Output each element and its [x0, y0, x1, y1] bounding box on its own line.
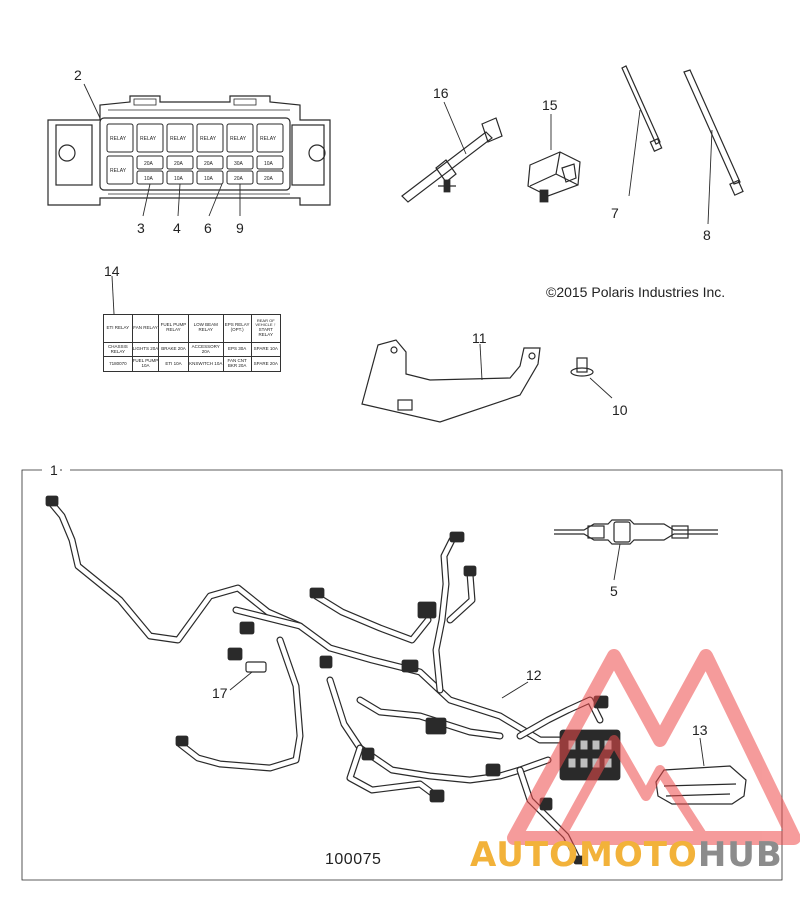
- fuse-rating: 30A: [234, 161, 244, 167]
- callout-15: 15: [542, 97, 558, 113]
- watermark-logo: [507, 649, 800, 845]
- cable-tie-short: [621, 65, 663, 197]
- callout-16: 16: [433, 85, 449, 101]
- relay-row-bottom: [106, 155, 284, 185]
- decal-cell: FAN RELAY: [131, 314, 160, 343]
- fuse-rating: 20A: [264, 176, 274, 182]
- harness-connectors: [45, 495, 609, 865]
- callout-7: 7: [611, 205, 619, 221]
- decal-table: ETI RELAY FAN RELAY FUEL PUMP RELAY LOW …: [103, 314, 281, 372]
- relay-label: RELAY: [260, 136, 277, 142]
- relay-label: RELAY: [230, 136, 247, 142]
- decal-cell: FAN CNT BKR 20A: [222, 356, 252, 372]
- leader-lines-top: [83, 83, 241, 217]
- decal-note: REAR OF VEHICLE: [255, 317, 275, 328]
- copyright-notice: ©2015 Polaris Industries Inc.: [546, 284, 726, 300]
- decal-cell: LIGHTS 20A: [131, 341, 160, 358]
- fuse-rating: 10A: [144, 176, 154, 182]
- callout-3: 3: [137, 220, 145, 236]
- decal-cell: EPS RELAY (OPT.): [222, 314, 252, 343]
- fuse-rating: 10A: [264, 161, 274, 167]
- cable-tie-long: [683, 69, 744, 225]
- harness-leader: [501, 681, 529, 699]
- callout-4: 4: [173, 220, 181, 236]
- fuse-rating: 20A: [174, 161, 184, 167]
- decal-leader: [111, 275, 115, 315]
- callout-1: 1: [50, 462, 58, 478]
- decal-cell: FUEL PUMP 10A: [131, 356, 160, 372]
- decal-code: 7180070: [103, 356, 133, 372]
- decal-cell: FUEL PUMP RELAY: [158, 314, 189, 343]
- push-rivet: [570, 357, 613, 399]
- relay-label: RELAY: [110, 168, 127, 174]
- mounting-bracket: [361, 339, 541, 423]
- callout-17: 17: [212, 685, 228, 701]
- decal-cell: ACCESSORY 20A: [187, 341, 224, 358]
- fuse-decal: ETI RELAY FAN RELAY FUEL PUMP RELAY LOW …: [103, 314, 281, 372]
- fuse-rating: 10A: [174, 176, 184, 182]
- decal-cell: SPARE 20A: [250, 356, 281, 372]
- relay-row-top: [106, 123, 284, 153]
- watermark-moto: MOTO: [578, 835, 698, 875]
- relay-label: RELAY: [200, 136, 217, 142]
- fuse-rating: 20A: [144, 161, 154, 167]
- fuse-rating: 10A: [204, 176, 214, 182]
- decal-cell: CHASSIS RELAY: [103, 341, 133, 358]
- watermark-hub: HUB: [697, 835, 783, 875]
- fuse-rating: 20A: [234, 176, 244, 182]
- callout-14: 14: [104, 263, 120, 279]
- callout-11: 11: [472, 330, 487, 346]
- decal-cell: SPARE 10A: [250, 341, 281, 358]
- decal-cell: KNSWITCH 10A: [187, 356, 224, 372]
- callout-5: 5: [610, 583, 618, 599]
- relay-labels: RELAY RELAY RELAY RELAY RELAY RELAY RELA…: [110, 136, 277, 174]
- harness-clip: [229, 661, 267, 691]
- wire-harness: [48, 500, 604, 864]
- inline-fuse-holder: [554, 519, 718, 581]
- fuse-relay-box: RELAY RELAY RELAY RELAY RELAY RELAY RELA…: [47, 95, 331, 206]
- callout-10: 10: [612, 402, 628, 418]
- fuse-rating: 20A: [204, 161, 214, 167]
- callout-6: 6: [204, 220, 212, 236]
- decal-cell: BRAKE 20A: [158, 341, 189, 358]
- watermark-text: AUTOMOTOHUB: [470, 838, 783, 872]
- watermark-auto: AUTO: [470, 835, 579, 875]
- decal-cell: EPS 30A: [222, 341, 252, 358]
- callout-8: 8: [703, 227, 711, 243]
- harness-frame: [21, 469, 783, 881]
- callout-12: 12: [526, 667, 542, 683]
- decal-cell: LOW BEAM RELAY: [187, 314, 224, 343]
- decal-cell: REAR OF VEHICLE ↑START RELAY: [250, 314, 281, 343]
- relay-label: RELAY: [110, 136, 127, 142]
- fuse-ratings: 20A 20A 20A 30A 10A 10A 10A 10A 20A 20A: [144, 161, 274, 182]
- decal-cell-text: START RELAY: [258, 327, 273, 338]
- relay-label: RELAY: [140, 136, 157, 142]
- decal-cell: ETI 10A: [158, 356, 189, 372]
- cover-part: [655, 737, 747, 805]
- connector-clip: [527, 114, 581, 203]
- callout-9: 9: [236, 220, 244, 236]
- relay-label: RELAY: [170, 136, 187, 142]
- callout-2: 2: [74, 67, 82, 83]
- drawing-number: 100075: [325, 851, 382, 868]
- decal-cell: ETI RELAY: [103, 314, 133, 343]
- cable-tie-push-mount: [401, 101, 503, 203]
- callout-13: 13: [692, 722, 708, 738]
